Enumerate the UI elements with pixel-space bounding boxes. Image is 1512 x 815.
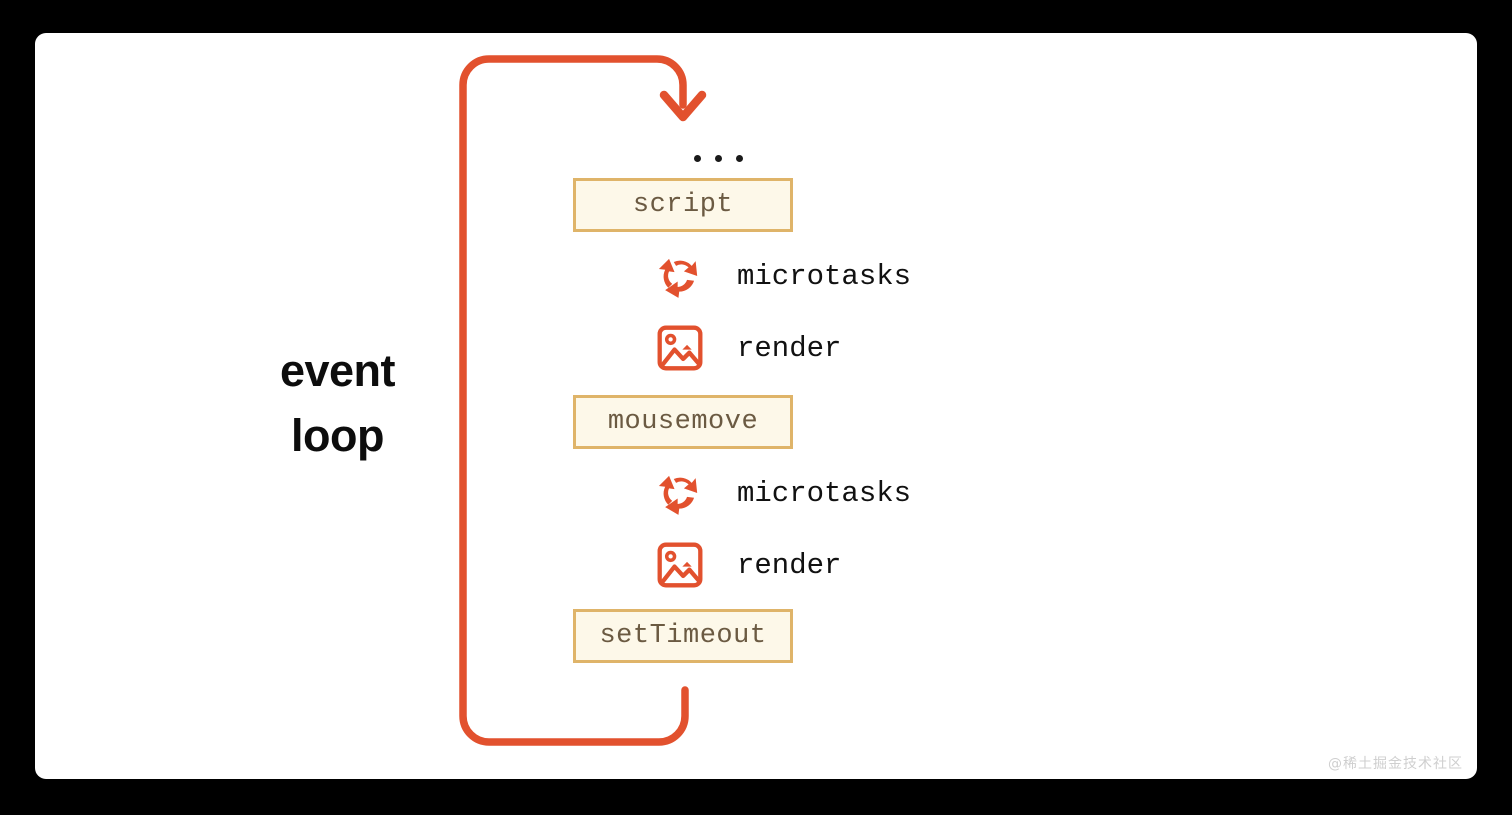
loop-arrowhead-icon [659,90,707,122]
page-title: event loop [205,338,470,469]
ellipsis-dot [735,155,743,162]
title-line-2: loop [291,410,384,462]
cycle-arrows-icon [655,468,705,518]
ellipsis-dot [714,155,722,162]
image-icon [655,540,705,590]
cycle-arrows-icon [655,251,705,301]
ellipsis-dot [693,155,701,162]
step-label: render [737,331,842,365]
step-label: microtasks [737,259,912,293]
step-microtasks-2: microtasks [655,465,911,521]
step-microtasks-1: microtasks [655,248,911,304]
task-box-label: script [632,190,734,220]
ellipsis-dots [655,155,781,162]
task-box-label: mousemove [607,407,759,437]
watermark: @稀土掘金技术社区 [1328,756,1463,772]
task-box-label: setTimeout [599,621,767,651]
step-label: render [737,548,842,582]
diagram-card: event loop script [35,33,1477,779]
image-icon [655,323,705,373]
task-box-mousemove: mousemove [573,395,793,449]
task-box-script: script [573,178,793,232]
step-render-2: render [655,537,841,593]
step-render-1: render [655,320,841,376]
title-line-1: event [279,345,396,396]
step-label: microtasks [737,476,912,510]
task-box-settimeout: setTimeout [573,609,793,663]
